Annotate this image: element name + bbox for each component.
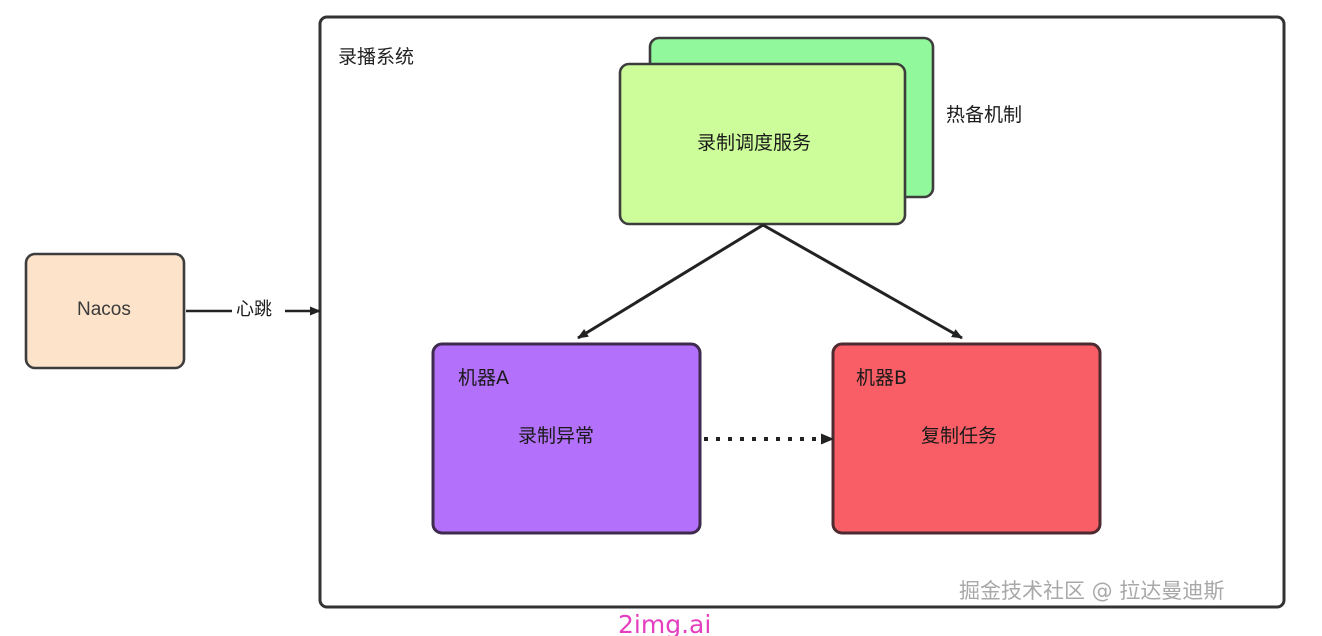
schedule-to-machine-b-edge <box>762 223 963 340</box>
nacos-box[interactable] <box>24 252 186 370</box>
machine-b-title: 机器B <box>856 367 908 389</box>
machine-b-status-text: 复制任务 <box>921 425 998 447</box>
machine-a-title: 机器A <box>458 367 509 389</box>
machine-a-status-text: 录制异常 <box>518 425 595 447</box>
machine-a-box[interactable] <box>431 342 702 535</box>
system-container-label: 录播系统 <box>338 46 415 68</box>
nacos-label: Nacos <box>77 299 131 320</box>
schedule-service-label: 录制调度服务 <box>697 132 812 154</box>
schedule-to-machine-a-edge <box>577 223 764 340</box>
community-watermark: 掘金技术社区 @ 拉达曼迪斯 <box>959 579 1225 603</box>
schedule-service-box[interactable] <box>618 62 907 226</box>
hot-standby-annotation: 热备机制 <box>946 104 1023 126</box>
heartbeat-edge-label: 心跳 <box>236 299 272 320</box>
brand-watermark: 2img.ai <box>618 610 712 636</box>
